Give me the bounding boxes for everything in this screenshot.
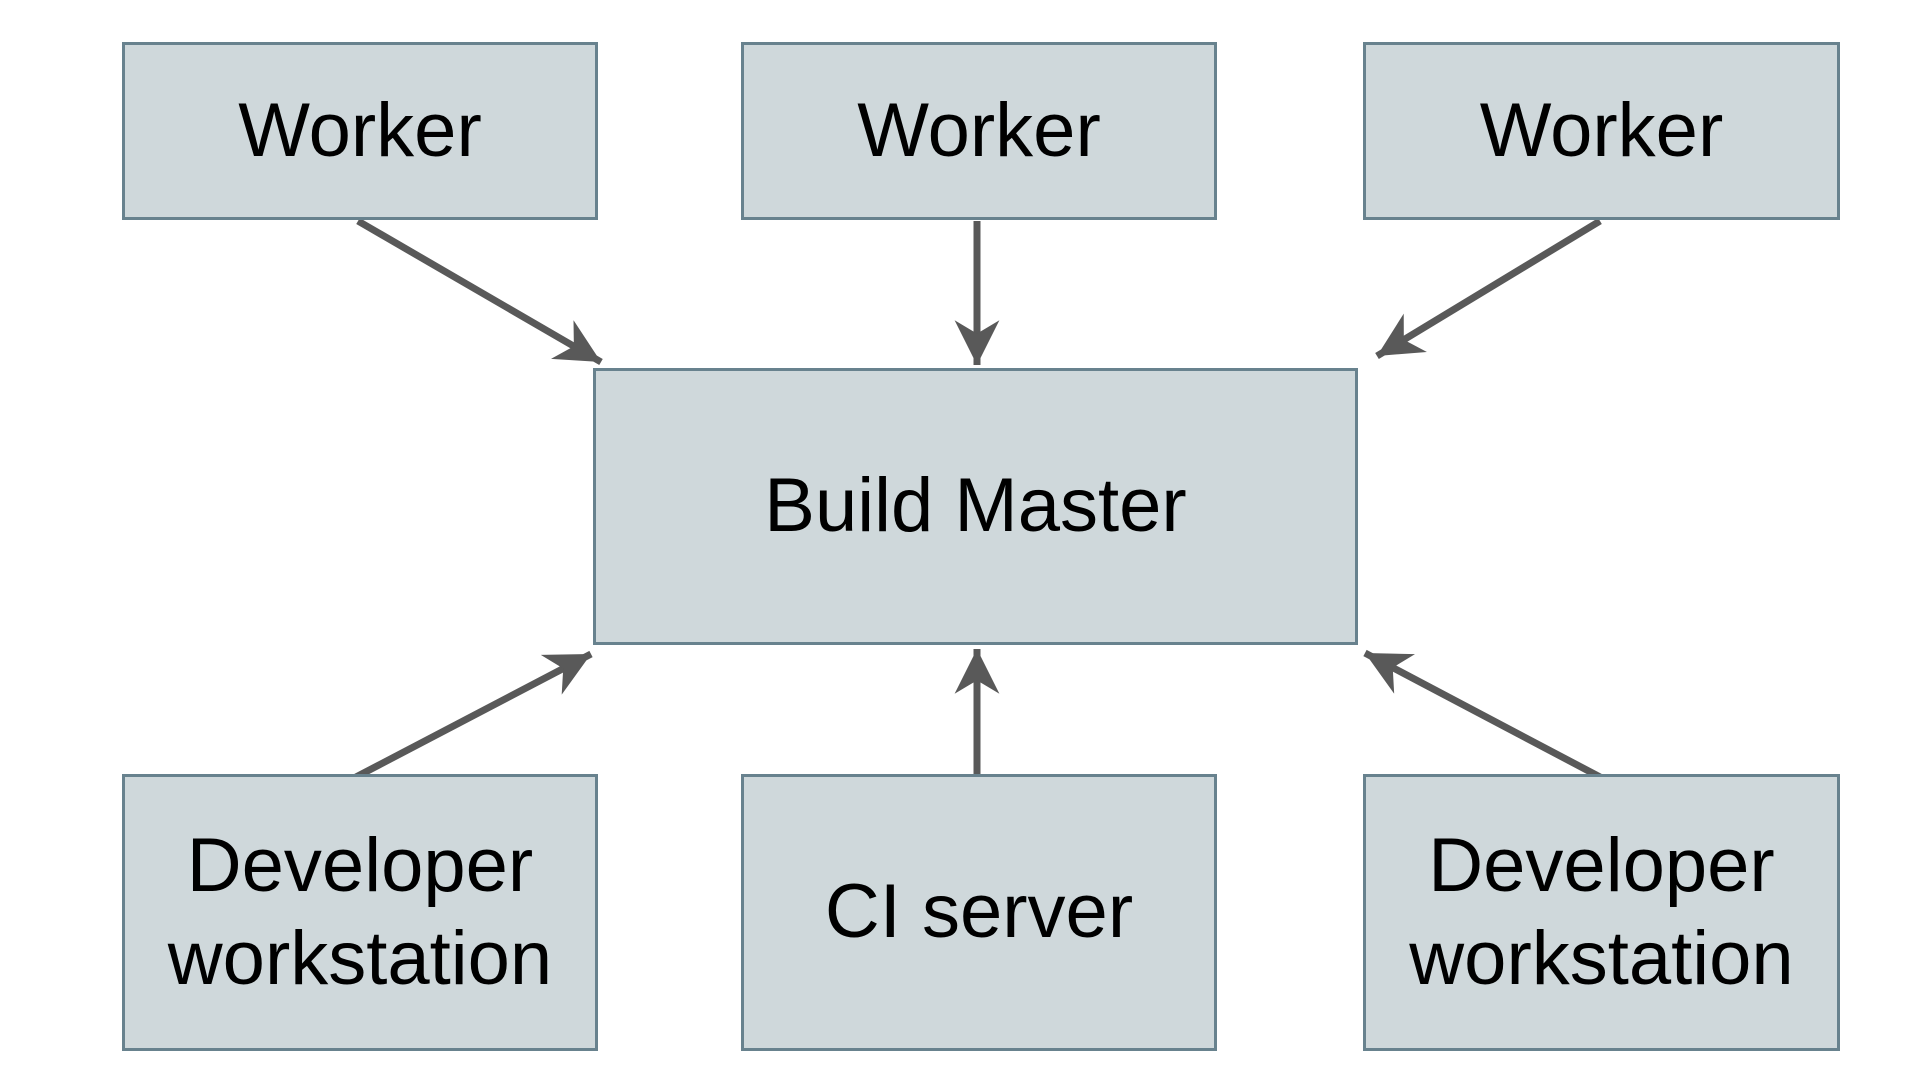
node-label: CI server xyxy=(824,869,1134,955)
node-build-master: Build Master xyxy=(593,368,1358,645)
arrow-developer-left-to-build-master xyxy=(354,650,593,781)
node-developer-workstation-right: Developer workstation xyxy=(1363,774,1840,1051)
arrow-worker-top-right-to-build-master xyxy=(1375,218,1602,359)
node-worker-top-left: Worker xyxy=(122,42,598,220)
node-worker-top-right: Worker xyxy=(1363,42,1840,220)
arrow-developer-right-to-build-master xyxy=(1363,649,1602,781)
arrow-worker-top-left-to-build-master xyxy=(356,217,603,366)
node-label: Worker xyxy=(238,87,482,173)
node-label: Worker xyxy=(857,87,1101,173)
node-label: Worker xyxy=(1479,87,1724,173)
node-label: Developer workstation xyxy=(1409,822,1794,1001)
node-worker-top-center: Worker xyxy=(741,42,1217,220)
node-developer-workstation-left: Developer workstation xyxy=(122,774,598,1051)
node-label: Developer workstation xyxy=(167,822,553,1001)
node-label: Build Master xyxy=(764,463,1187,549)
node-ci-server: CI server xyxy=(741,774,1217,1051)
